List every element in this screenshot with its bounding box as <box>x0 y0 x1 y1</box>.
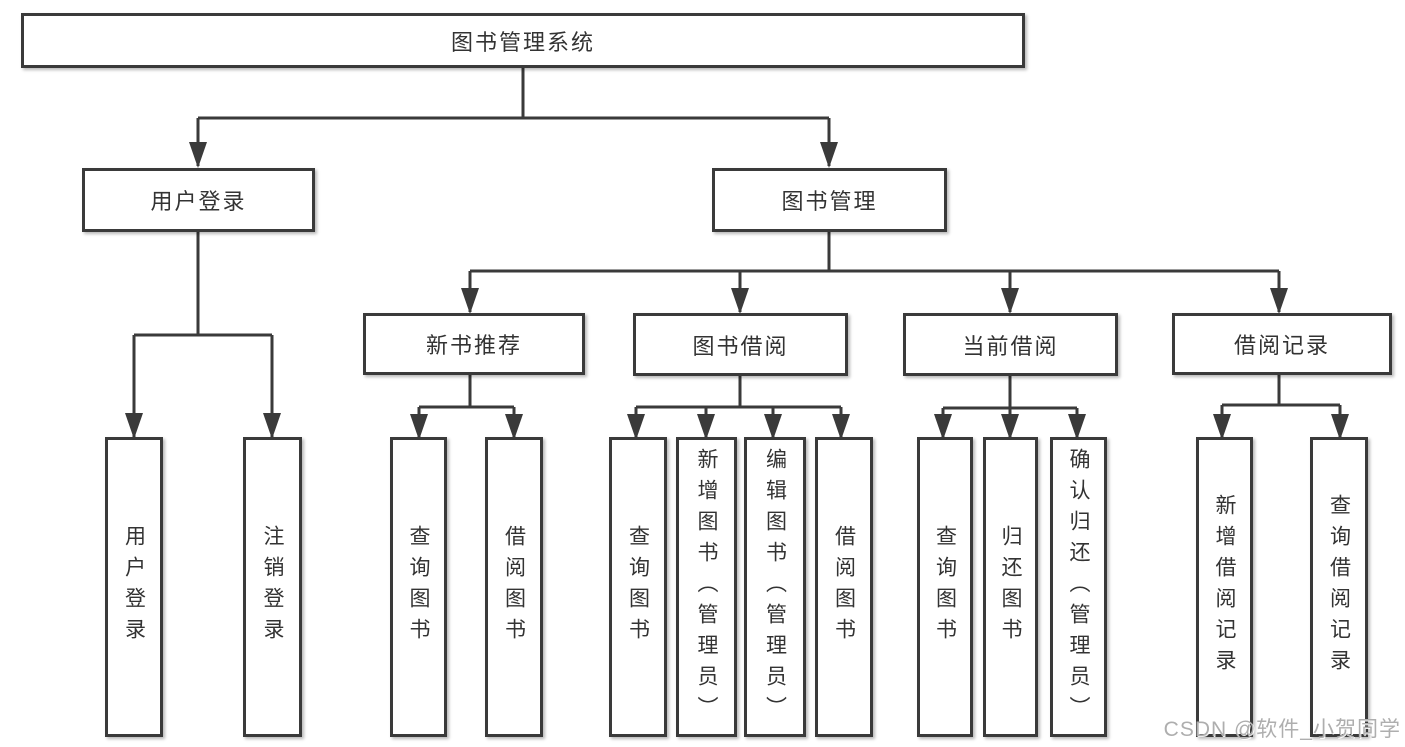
arrowhead <box>1331 414 1349 440</box>
arrowhead <box>1068 414 1086 440</box>
node-label: 借阅图书 <box>502 525 526 649</box>
node-label: 借阅记录 <box>1233 333 1330 358</box>
node-label: 用户登录 <box>150 189 247 214</box>
arrowhead <box>1001 288 1019 314</box>
node-book-borrow: 图书借阅 <box>633 313 848 376</box>
arrowhead <box>263 413 281 439</box>
leaf-query-books-current: 查询图书 <box>917 437 973 737</box>
node-label: 查询图书 <box>407 525 430 649</box>
leaf-borrow-books: 借阅图书 <box>815 437 873 737</box>
node-label: 图书借阅 <box>692 333 789 359</box>
node-book-management: 图书管理 <box>712 168 947 232</box>
leaf-return-books: 归还图书 <box>983 437 1038 737</box>
node-label: 当前借阅 <box>962 333 1059 359</box>
arrowhead <box>1001 414 1019 440</box>
node-label: 新增图书（管理员） <box>695 447 718 727</box>
leaf-query-books-recommend: 查询图书 <box>390 437 447 737</box>
arrowhead <box>461 288 479 314</box>
arrowhead <box>697 414 715 440</box>
arrowhead <box>1270 288 1288 314</box>
leaf-user-login: 用户登录 <box>105 437 163 737</box>
node-label: 图书管理 <box>781 189 878 214</box>
node-label: 用户登录 <box>122 525 146 649</box>
arrowhead <box>1213 414 1231 440</box>
node-label: 归还图书 <box>999 525 1022 649</box>
node-label: 图书管理系统 <box>450 29 595 55</box>
arrowhead <box>410 414 428 440</box>
node-library-system: 图书管理系统 <box>21 13 1025 68</box>
leaf-add-borrow-record: 新增借阅记录 <box>1196 437 1253 737</box>
arrowhead <box>505 414 523 440</box>
node-current-borrow: 当前借阅 <box>903 313 1118 376</box>
node-label: 确认归还（管理员） <box>1067 447 1090 727</box>
node-borrow-records: 借阅记录 <box>1172 313 1392 375</box>
node-label: 新书推荐 <box>425 333 522 358</box>
leaf-confirm-return-admin: 确认归还（管理员） <box>1050 437 1107 737</box>
arrowhead <box>832 414 850 440</box>
arrowhead <box>764 414 782 440</box>
node-label: 查询借阅记录 <box>1327 494 1351 680</box>
arrowhead <box>189 142 207 168</box>
node-label: 注销登录 <box>261 525 284 649</box>
arrowhead <box>125 413 143 439</box>
arrowhead <box>731 288 749 314</box>
arrowhead <box>934 414 952 440</box>
csdn-watermark: CSDN @软件_小贺同学 <box>1163 718 1401 741</box>
node-label: 查询图书 <box>626 525 650 649</box>
arrowhead <box>820 142 838 168</box>
leaf-borrow-books-recommend: 借阅图书 <box>485 437 543 737</box>
leaf-add-books-admin: 新增图书（管理员） <box>676 437 737 737</box>
node-label: 查询图书 <box>933 525 957 649</box>
connector-borrow-records <box>1220 375 1342 437</box>
connector-root <box>196 68 831 166</box>
node-new-book-recommend: 新书推荐 <box>363 313 585 375</box>
leaf-logout: 注销登录 <box>243 437 302 737</box>
connector-new-book <box>417 375 516 437</box>
connector-user-login <box>132 232 274 437</box>
leaf-edit-books-admin: 编辑图书（管理员） <box>744 437 806 737</box>
node-label: 编辑图书（管理员） <box>763 447 787 727</box>
node-label: 新增借阅记录 <box>1213 494 1236 680</box>
leaf-query-books-borrow: 查询图书 <box>609 437 667 737</box>
connector-book-management <box>468 232 1281 312</box>
leaf-query-borrow-record: 查询借阅记录 <box>1310 437 1368 737</box>
connector-book-borrow <box>634 376 843 437</box>
node-user-login: 用户登录 <box>82 168 315 232</box>
node-label: 借阅图书 <box>832 525 856 649</box>
arrowhead <box>627 414 645 440</box>
